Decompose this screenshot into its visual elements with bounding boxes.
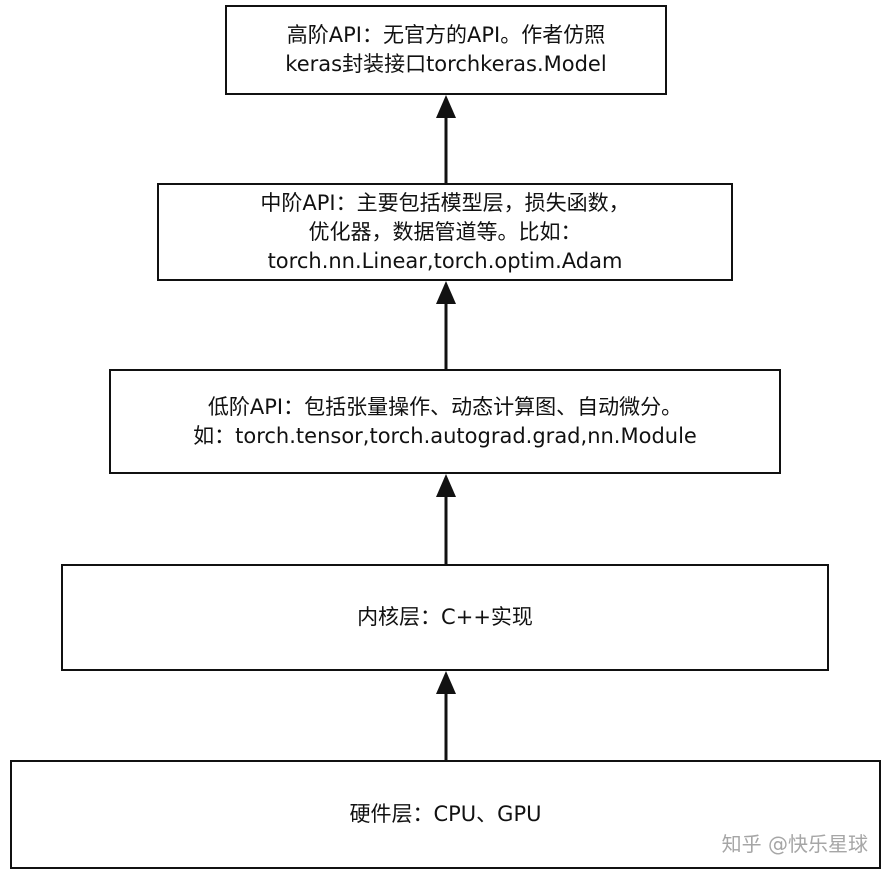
low-api-line-1: 低阶API：包括张量操作、动态计算图、自动微分。 — [207, 394, 683, 419]
high-level-api-box: 高阶API：无官方的API。作者仿照 keras封装接口torchkeras.M… — [225, 5, 667, 95]
mid-api-line-2: 优化器，数据管道等。比如： — [308, 219, 582, 244]
arrow-mid-api-to-high-api — [436, 95, 456, 183]
hardware-line-1: 硬件层：CPU、GPU — [349, 802, 542, 826]
low-level-api-box: 低阶API：包括张量操作、动态计算图、自动微分。 如：torch.tensor,… — [109, 369, 781, 474]
arrow-low-api-to-mid-api — [436, 281, 456, 369]
mid-api-line-1: 中阶API：主要包括模型层，损失函数， — [260, 190, 630, 215]
high-api-line-1: 高阶API：无官方的API。作者仿照 — [286, 23, 606, 47]
kernel-layer-box: 内核层：C++实现 — [61, 564, 829, 671]
hardware-layer-box: 硬件层：CPU、GPU — [10, 760, 881, 869]
arrow-kernel-to-low-api — [436, 474, 456, 564]
kernel-line-1: 内核层：C++实现 — [357, 605, 533, 629]
low-api-line-2: 如：torch.tensor,torch.autograd.grad,nn.Mo… — [193, 423, 697, 448]
arrow-hardware-to-kernel — [436, 671, 456, 760]
mid-level-api-box: 中阶API：主要包括模型层，损失函数， 优化器，数据管道等。比如： torch.… — [157, 183, 733, 281]
high-api-line-2: keras封装接口torchkeras.Model — [285, 52, 607, 76]
watermark: 知乎 @快乐星球 — [721, 832, 868, 856]
mid-api-line-3: torch.nn.Linear,torch.optim.Adam — [267, 248, 623, 273]
